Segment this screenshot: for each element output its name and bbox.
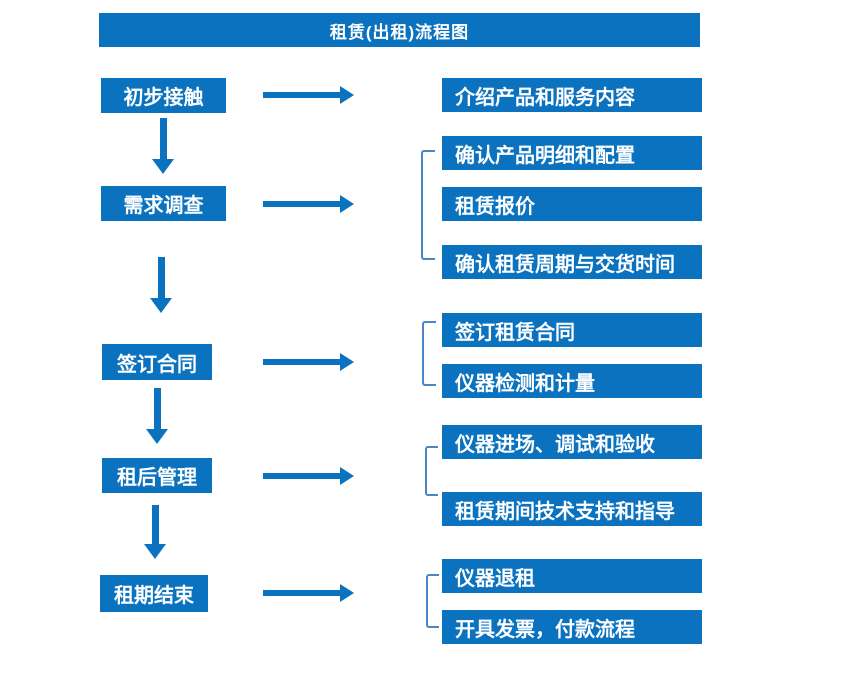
arrow-shaft [157, 257, 165, 298]
right-arrow-5 [263, 584, 354, 602]
right-arrow-2 [263, 195, 354, 213]
step-box-initial-contact: 初步接触 [101, 78, 226, 113]
down-arrow-2 [150, 257, 172, 313]
right-arrow-3 [263, 353, 354, 371]
arrow-head [146, 429, 168, 444]
arrow-shaft [151, 505, 159, 544]
detail-box-invoice-payment: 开具发票，付款流程 [442, 610, 702, 644]
detail-box-tech-support: 租赁期间技术支持和指导 [442, 492, 702, 526]
page-title: 租赁(出租)流程图 [329, 22, 470, 42]
step-box-post-rental-management: 租后管理 [102, 458, 212, 493]
detail-box-intro-products: 介绍产品和服务内容 [442, 78, 702, 112]
bracket-group-3 [422, 321, 436, 386]
down-arrow-1 [152, 118, 174, 174]
detail-box-instrument-return: 仪器退租 [442, 559, 702, 593]
arrow-head [340, 467, 354, 485]
step-box-demand-survey: 需求调查 [101, 186, 226, 221]
right-arrow-1 [263, 86, 354, 104]
arrow-shaft [153, 388, 161, 429]
arrow-shaft [263, 359, 340, 365]
step-box-sign-contract: 签订合同 [102, 344, 212, 380]
arrow-head [340, 195, 354, 213]
arrow-head [150, 298, 172, 313]
arrow-head [152, 159, 174, 174]
title-bar: 租赁(出租)流程图 [99, 13, 700, 47]
bracket-group-5 [426, 574, 439, 628]
arrow-head [144, 544, 166, 559]
detail-box-confirm-period-delivery: 确认租赁周期与交货时间 [442, 245, 702, 279]
arrow-head [340, 86, 354, 104]
arrow-shaft [263, 201, 340, 207]
step-box-rental-end: 租期结束 [100, 575, 208, 612]
detail-box-instrument-arrival: 仪器进场、调试和验收 [442, 425, 702, 459]
arrow-head [340, 353, 354, 371]
down-arrow-3 [146, 388, 168, 444]
arrow-shaft [263, 92, 340, 98]
arrow-shaft [263, 590, 340, 596]
arrow-shaft [159, 118, 167, 159]
arrow-shaft [263, 473, 340, 479]
detail-box-rental-quote: 租赁报价 [442, 187, 702, 221]
right-arrow-4 [263, 467, 354, 485]
detail-box-confirm-details-config: 确认产品明细和配置 [442, 136, 702, 170]
bracket-group-4 [425, 446, 438, 496]
down-arrow-4 [144, 505, 166, 559]
detail-box-sign-rental-contract: 签订租赁合同 [442, 313, 702, 347]
bracket-group-2 [421, 150, 435, 260]
detail-box-instrument-inspection: 仪器检测和计量 [442, 364, 702, 398]
arrow-head [340, 584, 354, 602]
